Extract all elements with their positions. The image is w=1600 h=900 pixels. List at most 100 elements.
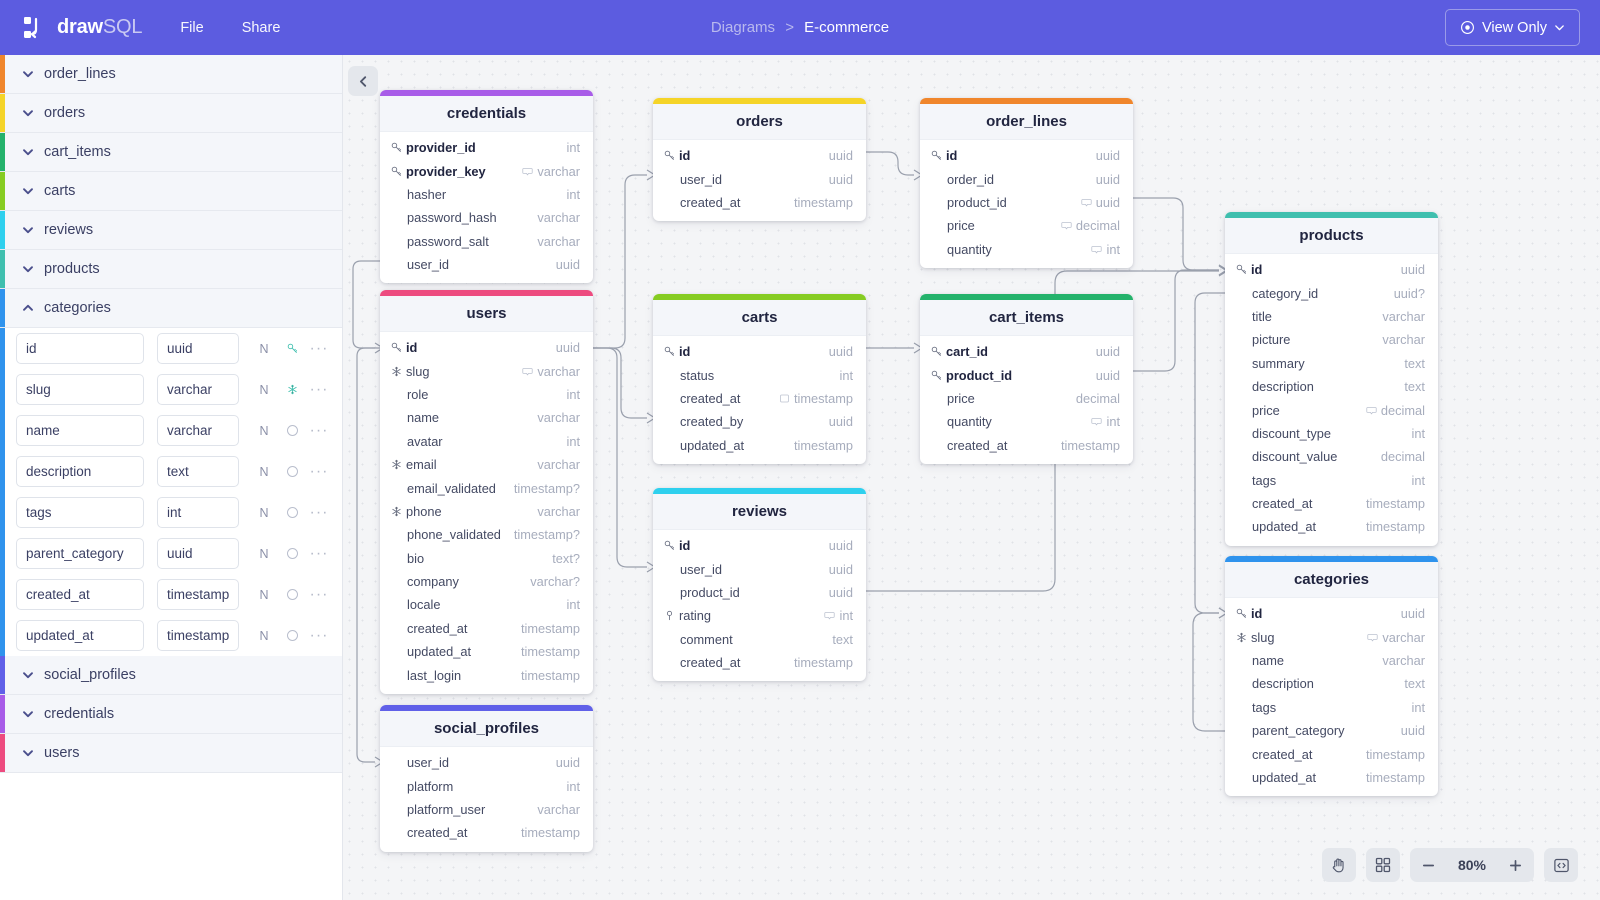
table-column-row[interactable]: hasher int [380,183,593,206]
table-column-row[interactable]: created_at timestamp [920,434,1133,457]
breadcrumb-parent[interactable]: Diagrams [710,19,776,36]
field-type-input[interactable]: timestamp [157,579,239,610]
pan-tool-button[interactable] [1321,848,1356,882]
no-key-icon[interactable] [286,425,298,436]
canvas-toolbar[interactable]: 80% [1321,848,1578,882]
sidebar-table-order_lines[interactable]: order_lines [0,55,342,94]
field-type-input[interactable]: uuid [157,538,239,569]
view-only-button[interactable]: View Only [1444,9,1580,46]
table-card-cart_items[interactable]: cart_items cart_id uuid product_id uuid … [920,294,1133,464]
menu-file[interactable]: File [180,19,204,36]
sidebar-table-social_profiles[interactable]: social_profiles [0,656,342,695]
table-column-row[interactable]: user_id uuid [380,253,593,276]
table-column-row[interactable]: email varchar [380,453,593,476]
field-nullable-toggle[interactable]: N [259,546,269,561]
menu-share[interactable]: Share [241,19,281,36]
table-column-row[interactable]: product_id uuid [653,581,866,604]
table-card-orders[interactable]: orders id uuid user_id uuid created_at t… [653,98,866,222]
table-column-row[interactable]: discount_value decimal [1225,445,1438,468]
table-column-row[interactable]: product_id uuid [920,191,1133,214]
table-card-products[interactable]: products id uuid category_id uuid? title… [1225,212,1438,546]
table-column-row[interactable]: id uuid [653,144,866,167]
collapse-sidebar-button[interactable] [348,66,378,96]
field-type-input[interactable]: uuid [157,333,239,364]
export-sql-button[interactable] [1544,848,1578,882]
grid-view-button[interactable] [1365,848,1400,882]
table-column-row[interactable]: created_at timestamp [653,651,866,674]
table-column-row[interactable]: slug varchar [380,359,593,382]
field-name-input[interactable]: name [16,415,144,446]
table-column-row[interactable]: id uuid [380,336,593,359]
table-column-row[interactable]: updated_at timestamp [1225,766,1438,789]
table-card-credentials[interactable]: credentials provider_id int provider_key… [380,90,593,284]
sidebar-table-carts[interactable]: carts [0,172,342,211]
table-card-social_profiles[interactable]: social_profiles user_id uuid platform in… [380,705,593,852]
table-column-row[interactable]: created_at timestamp [1225,742,1438,765]
table-column-row[interactable]: discount_type int [1225,422,1438,445]
table-column-row[interactable]: password_salt varchar [380,230,593,253]
field-name-input[interactable]: tags [16,497,144,528]
table-column-row[interactable]: name varchar [380,406,593,429]
table-card-categories[interactable]: categories id uuid slug varchar name var… [1225,556,1438,797]
field-key-toggle[interactable] [280,589,304,600]
table-column-row[interactable]: platform int [380,774,593,797]
table-column-row[interactable]: platform_user varchar [380,798,593,821]
table-column-row[interactable]: description text [1225,375,1438,398]
field-name-input[interactable]: created_at [16,579,144,610]
table-column-row[interactable]: last_login timestamp [380,663,593,686]
table-card-order_lines[interactable]: order_lines id uuid order_id uuid produc… [920,98,1133,268]
no-key-icon[interactable] [286,507,298,518]
table-column-row[interactable]: locale int [380,593,593,616]
field-more-button[interactable]: ··· [309,503,329,521]
table-column-row[interactable]: order_id uuid [920,167,1133,190]
table-card-users[interactable]: users id uuid slug varchar role int name… [380,290,593,694]
table-column-row[interactable]: id uuid [1225,602,1438,625]
table-column-row[interactable]: user_id uuid [380,751,593,774]
field-key-toggle[interactable] [280,466,304,477]
field-more-button[interactable]: ··· [309,339,329,357]
field-nullable-toggle[interactable]: N [259,341,269,356]
table-column-row[interactable]: title varchar [1225,305,1438,328]
no-key-icon[interactable] [286,466,298,477]
table-column-row[interactable]: updated_at timestamp [1225,515,1438,538]
table-column-row[interactable]: password_hash varchar [380,206,593,229]
table-column-row[interactable]: price decimal [920,387,1133,410]
table-column-row[interactable]: updated_at timestamp [653,434,866,457]
field-nullable-toggle[interactable]: N [259,628,269,643]
table-column-row[interactable]: phone varchar [380,500,593,523]
table-column-row[interactable]: provider_id int [380,136,593,159]
field-type-input[interactable]: text [157,456,239,487]
sidebar-table-products[interactable]: products [0,250,342,289]
no-key-icon[interactable] [286,589,298,600]
field-type-input[interactable]: timestamp [157,620,239,651]
field-name-input[interactable]: description [16,456,144,487]
table-column-row[interactable]: picture varchar [1225,328,1438,351]
field-nullable-toggle[interactable]: N [259,464,269,479]
brand[interactable]: drawSQL [22,15,143,41]
field-nullable-toggle[interactable]: N [259,505,269,520]
field-key-toggle[interactable] [280,425,304,436]
zoom-in-button[interactable] [1497,848,1534,882]
field-nullable-toggle[interactable]: N [259,423,269,438]
table-column-row[interactable]: id uuid [920,144,1133,167]
table-column-row[interactable]: parent_category uuid [1225,719,1438,742]
table-column-row[interactable]: name varchar [1225,649,1438,672]
sidebar-table-credentials[interactable]: credentials [0,695,342,734]
field-key-toggle[interactable] [280,343,304,354]
table-column-row[interactable]: id uuid [1225,258,1438,281]
field-more-button[interactable]: ··· [309,544,329,562]
sidebar-table-cart_items[interactable]: cart_items [0,133,342,172]
sidebar-table-categories[interactable]: categories [0,289,342,328]
field-more-button[interactable]: ··· [309,585,329,603]
field-name-input[interactable]: updated_at [16,620,144,651]
table-column-row[interactable]: description text [1225,672,1438,695]
table-column-row[interactable]: avatar int [380,430,593,453]
table-column-row[interactable]: created_at timestamp [653,191,866,214]
table-column-row[interactable]: user_id uuid [653,167,866,190]
table-column-row[interactable]: created_at timestamp [1225,492,1438,515]
field-key-toggle[interactable] [280,630,304,641]
field-name-input[interactable]: slug [16,374,144,405]
sidebar-table-users[interactable]: users [0,734,342,773]
table-column-row[interactable]: id uuid [653,534,866,557]
table-column-row[interactable]: role int [380,383,593,406]
